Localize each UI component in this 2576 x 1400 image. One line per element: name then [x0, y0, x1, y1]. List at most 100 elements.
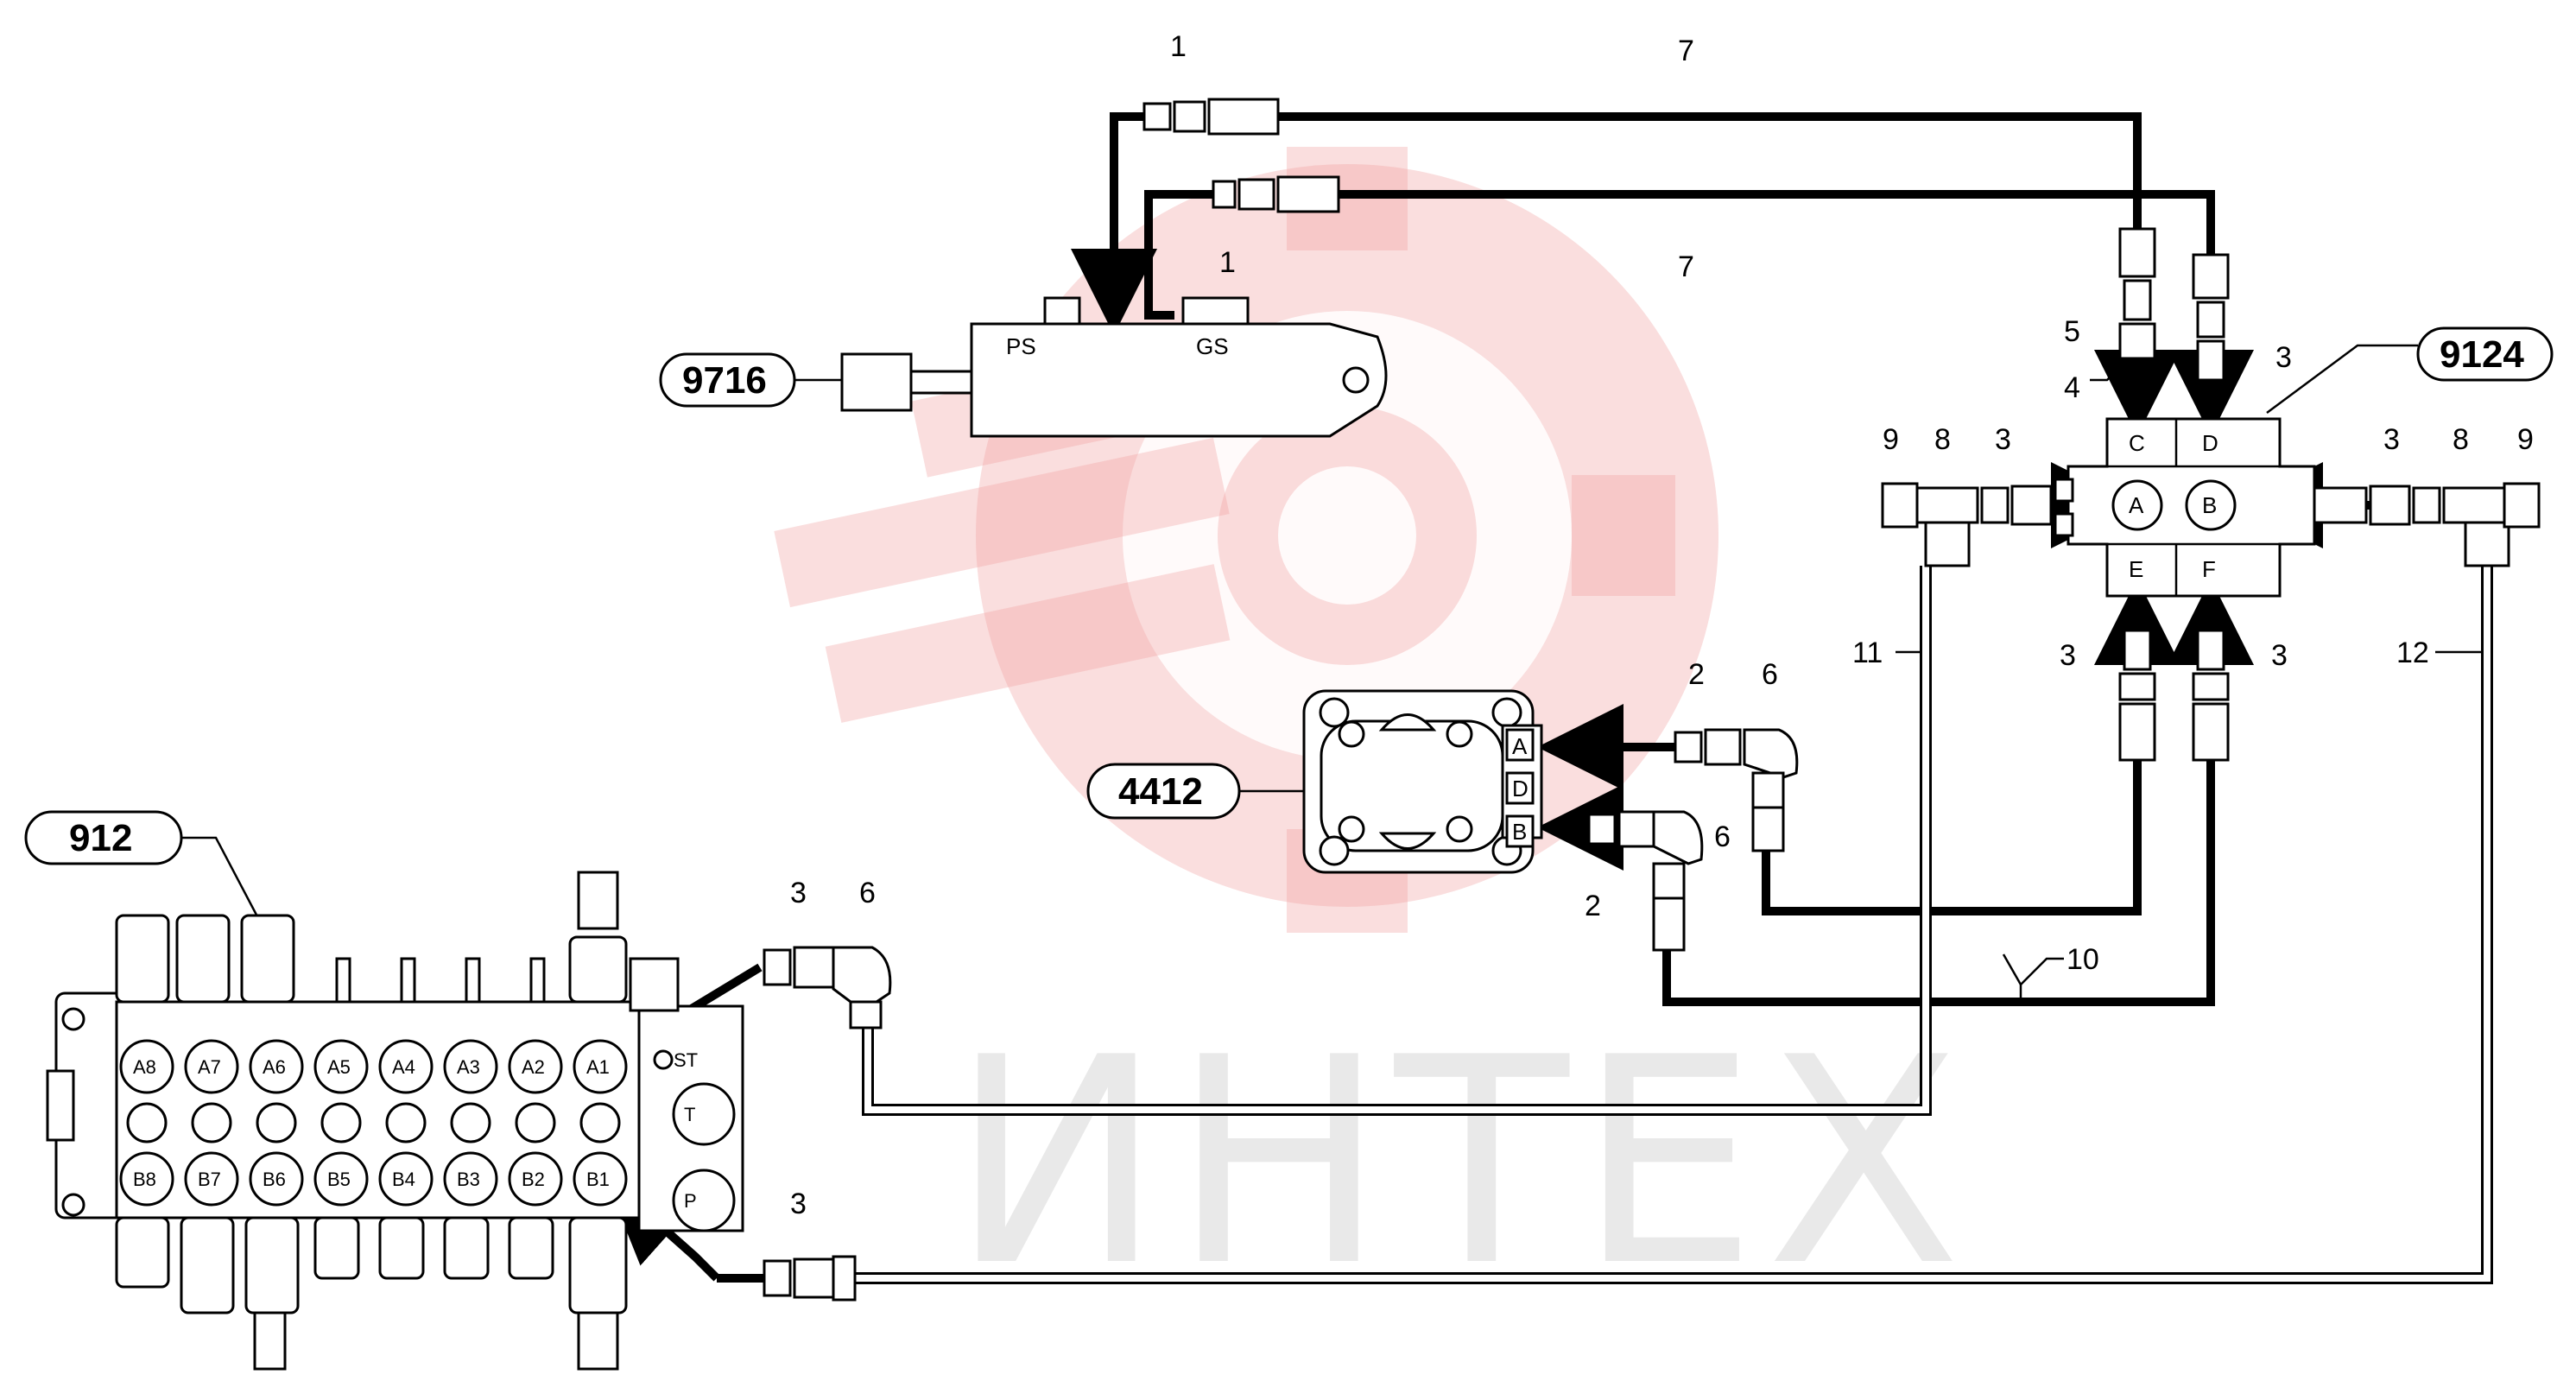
- port-a8-label: A8: [133, 1056, 156, 1078]
- port-a4-label: A4: [392, 1056, 415, 1078]
- port-gs-fitting: [1181, 296, 1250, 326]
- part-num-3-f: 3: [2271, 639, 2288, 672]
- motor-port-b-label: B: [1512, 819, 1527, 845]
- port-p-label: P: [684, 1190, 697, 1212]
- part-num-11: 11: [1852, 637, 1883, 669]
- hose-11-inner: [864, 566, 1929, 1113]
- part-num-2-top: 2: [1688, 658, 1705, 691]
- port-a4-circle: [378, 1039, 434, 1094]
- part-numbers: 1 1 7 7 5 4 3 9 8 3 3 8 9 3 3 11 12 2 6 …: [790, 30, 2534, 1220]
- hose-lines: [181, 112, 2493, 1284]
- port-a3-label: A3: [457, 1056, 480, 1078]
- callout-9716: 9716: [659, 352, 796, 408]
- cylinder-9716: PS GS: [840, 98, 1388, 438]
- callout-912: 912: [24, 810, 183, 865]
- valve-a-ports: A8 A7 A6 A5 A4 A3 A2 A1: [119, 1039, 628, 1094]
- port-a7-circle: [184, 1039, 239, 1094]
- part-num-8-left: 8: [1934, 423, 1951, 456]
- motor-4412: A D B: [1302, 689, 1799, 952]
- hose-7-mid: [1339, 190, 2215, 255]
- part-num-5: 5: [2064, 315, 2080, 348]
- part-num-1-top: 1: [1170, 30, 1187, 63]
- port-a-label: A: [2129, 492, 2144, 518]
- cylinder-body: [970, 322, 1388, 438]
- motor-port-a-label: A: [1512, 733, 1528, 759]
- elbow-6-top: [1743, 728, 1799, 779]
- tee-8-left: [1915, 486, 1979, 524]
- hose-1-ps: [1071, 112, 1157, 335]
- part-num-3-left: 3: [1995, 423, 2011, 456]
- port-t-circle: [672, 1082, 736, 1146]
- callout-4412: 4412: [1086, 763, 1241, 820]
- port-gs-label: GS: [1196, 333, 1229, 359]
- fitting-1-top-c: [1207, 98, 1280, 136]
- part-num-10: 10: [2066, 943, 2099, 976]
- part-num-3-e: 3: [2060, 639, 2076, 672]
- port-st-circle: [653, 1049, 674, 1070]
- port-st-label: ST: [674, 1049, 698, 1071]
- callout-4412-text: 4412: [1118, 770, 1203, 813]
- port-b5-label: B5: [327, 1169, 351, 1190]
- port-a8-circle: [119, 1039, 174, 1094]
- cylinder-rod-end: [840, 352, 913, 412]
- port-f-label: F: [2202, 556, 2216, 582]
- hose-12-inner: [855, 566, 2491, 1282]
- port-a3-circle: [443, 1039, 498, 1094]
- part-num-4: 4: [2064, 371, 2080, 404]
- fitting-3-left: [2010, 485, 2053, 526]
- port-e-label: E: [2129, 556, 2143, 582]
- port-a5-label: A5: [327, 1056, 351, 1078]
- port-b8-label: B8: [133, 1169, 156, 1190]
- port-a2-label: A2: [522, 1056, 545, 1078]
- fitting-1-top-a: [1142, 102, 1172, 131]
- port-b4-circle: [378, 1151, 434, 1207]
- port-d-label: D: [2202, 430, 2218, 456]
- tee-8-right: [2442, 486, 2506, 524]
- port-b6-circle: [249, 1151, 304, 1207]
- port-b2-circle: [508, 1151, 563, 1207]
- port-a1-label: A1: [586, 1056, 610, 1078]
- port-c-label: C: [2129, 430, 2145, 456]
- hose-10-b: [1662, 760, 2215, 1006]
- cylinder-rod: [909, 370, 973, 395]
- plug-9-left: [1881, 482, 1919, 529]
- leader-10: [2020, 957, 2064, 985]
- valve-b-ports: B8 B7 B6 B5 B4 B3 B2 B1: [119, 1151, 628, 1207]
- elbow-6-valve: [832, 946, 892, 1004]
- hose-10-a: [1762, 760, 2142, 915]
- part-num-2-bot: 2: [1585, 890, 1601, 922]
- port-a5-circle: [313, 1039, 369, 1094]
- part-num-6-top: 6: [1762, 658, 1778, 691]
- control-valve-912: A8 A7 A6 A5 A4 A3 A2 A1: [46, 871, 892, 1371]
- port-b7-label: B7: [198, 1169, 221, 1190]
- part-num-3-valve-bot: 3: [790, 1188, 807, 1220]
- plug-9-right: [2503, 482, 2541, 529]
- port-p-circle: [672, 1169, 736, 1232]
- part-num-9-right: 9: [2517, 423, 2534, 456]
- port-a6-circle: [249, 1039, 304, 1094]
- callout-9716-text: 9716: [682, 359, 767, 402]
- part-num-9-left: 9: [1883, 423, 1899, 456]
- callout-9124: 9124: [2416, 326, 2554, 382]
- fitting-1-mid-c: [1276, 175, 1340, 213]
- part-num-7-top: 7: [1678, 35, 1694, 67]
- port-b7-circle: [184, 1151, 239, 1207]
- part-num-3-valve-top: 3: [790, 877, 807, 909]
- part-num-7-mid: 7: [1678, 250, 1694, 283]
- port-ps-label: PS: [1006, 333, 1036, 359]
- fitting-1-top-b: [1173, 100, 1206, 133]
- port-b2-label: B2: [522, 1169, 545, 1190]
- callout-912-text: 912: [69, 817, 132, 859]
- port-b4-label: B4: [392, 1169, 415, 1190]
- port-b5-circle: [313, 1151, 369, 1207]
- port-b8-circle: [119, 1151, 174, 1207]
- part-num-12: 12: [2396, 637, 2429, 669]
- port-b3-label: B3: [457, 1169, 480, 1190]
- port-b-circle: [2185, 479, 2237, 531]
- port-b1-label: B1: [586, 1169, 610, 1190]
- port-a2-circle: [508, 1039, 563, 1094]
- leader-9124: [2266, 344, 2418, 415]
- fitting-3-right: [2369, 485, 2411, 526]
- part-num-6-mid: 6: [1714, 820, 1731, 853]
